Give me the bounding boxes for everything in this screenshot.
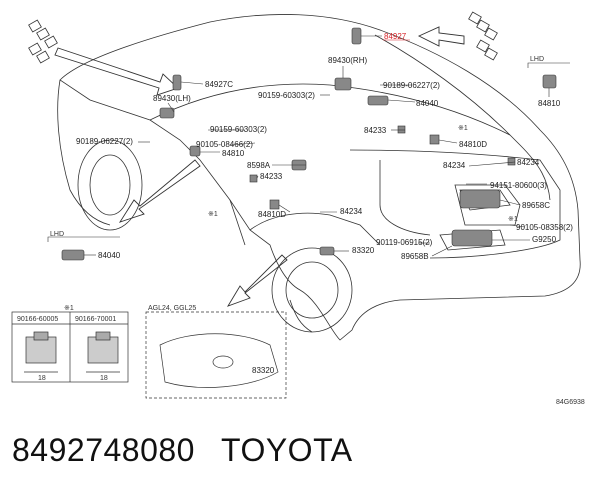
note-mark-3: ※1	[508, 216, 518, 223]
label-89658c[interactable]: 89658C	[522, 201, 550, 210]
label-84234-left[interactable]: 84234	[443, 161, 466, 170]
label-84927[interactable]: 84927	[384, 32, 407, 41]
label-89430lh[interactable]: 89430(LH)	[153, 94, 191, 103]
label-fastener-b[interactable]: 90166-70001	[75, 316, 116, 323]
caption-brand: TOYOTA	[220, 432, 353, 468]
label-90159-60303-top[interactable]: 90159-60303(2)	[258, 91, 315, 100]
label-89658b[interactable]: 89658B	[401, 252, 429, 261]
label-box-title: AGL24, GGL25	[148, 305, 196, 312]
part-84234-glyph	[507, 157, 516, 166]
label-89430rh[interactable]: 89430(RH)	[328, 56, 367, 65]
label-lhd-left: LHD	[50, 231, 64, 238]
lhd-brackets	[47, 62, 570, 242]
car-body-outline	[57, 14, 581, 341]
part-labels: 84927 84927C 89430(RH) 90189-06227(2) 90…	[17, 32, 585, 406]
label-94151-80600[interactable]: 94151-80600(3)	[490, 181, 547, 190]
part-84927c-glyph	[172, 74, 182, 91]
leader-lines	[84, 35, 550, 257]
label-84234-lower[interactable]: 84234	[340, 207, 363, 216]
label-fastener-dim-b: 18	[100, 375, 108, 382]
part-84233-right-glyph	[397, 125, 406, 134]
label-84810d-left[interactable]: 84810D	[258, 210, 286, 219]
part-84040-lhd-glyph	[61, 249, 85, 261]
label-83320-box[interactable]: 83320	[252, 366, 275, 375]
note-mark-1: ※1	[208, 211, 218, 218]
label-84810-mid[interactable]: 84810	[222, 149, 245, 158]
label-90189-06227-left[interactable]: 90189-06227(2)	[76, 137, 133, 146]
note-mark-2: ※1	[458, 125, 468, 132]
label-90119-06915[interactable]: 90119-06915(2)	[376, 238, 433, 247]
label-84040-top[interactable]: 84040	[416, 99, 439, 108]
label-84040-lhd[interactable]: 84040	[98, 251, 121, 260]
label-84810d-right[interactable]: 84810D	[459, 140, 487, 149]
inset-fastener-group-left	[28, 19, 58, 64]
label-90105-08466[interactable]: 90105-08466(2)	[196, 140, 253, 149]
label-84233-right[interactable]: 84233	[364, 126, 387, 135]
label-8598a[interactable]: 8598A	[247, 161, 271, 170]
label-ref-code: 84G6938	[556, 399, 585, 406]
label-fastener-dim-a: 18	[38, 375, 46, 382]
part-84810d-left-glyph	[269, 199, 280, 210]
label-fastener-a[interactable]: 90166-60005	[17, 316, 58, 323]
part-84927-glyph	[351, 27, 362, 45]
part-83320-glyph	[319, 246, 335, 256]
label-90189-06227-top[interactable]: 90189-06227(2)	[383, 81, 440, 90]
part-89658c-glyph	[459, 189, 501, 209]
parts-diagram: 84927 84927C 89430(RH) 90189-06227(2) 90…	[11, 11, 585, 406]
label-90105-08358[interactable]: 90105-08358(2)	[516, 223, 573, 232]
label-84234-right[interactable]: 84234	[517, 158, 540, 167]
part-84810-mid-glyph	[189, 145, 201, 157]
part-84040-top-glyph	[367, 95, 389, 106]
direction-arrows	[54, 26, 465, 307]
label-lhd-top: LHD	[530, 56, 544, 63]
fastener-table	[11, 311, 129, 383]
label-84927c[interactable]: 84927C	[205, 80, 233, 89]
part-89430lh-glyph	[159, 107, 175, 119]
label-g9250[interactable]: G9250	[532, 235, 557, 244]
part-84810-lhd-glyph	[542, 74, 557, 89]
note-mark-table: ※1	[64, 305, 74, 312]
label-90159-60303-left[interactable]: 90159-60303(2)	[210, 125, 267, 134]
agl-inset-box	[145, 311, 287, 399]
label-84810-lhd[interactable]: 84810	[538, 99, 561, 108]
part-84810d-right-glyph	[429, 134, 440, 145]
caption-part-number: 8492748080	[12, 432, 195, 468]
part-89658b-glyph	[451, 229, 493, 247]
caption: 8492748080 TOYOTA	[12, 432, 353, 469]
inset-fastener-group-right	[468, 11, 498, 61]
part-84233-left-glyph	[249, 174, 258, 183]
part-89430rh-glyph	[334, 77, 352, 91]
label-84233-left[interactable]: 84233	[260, 172, 283, 181]
part-glyphs	[61, 27, 557, 261]
label-83320-mid[interactable]: 83320	[352, 246, 375, 255]
